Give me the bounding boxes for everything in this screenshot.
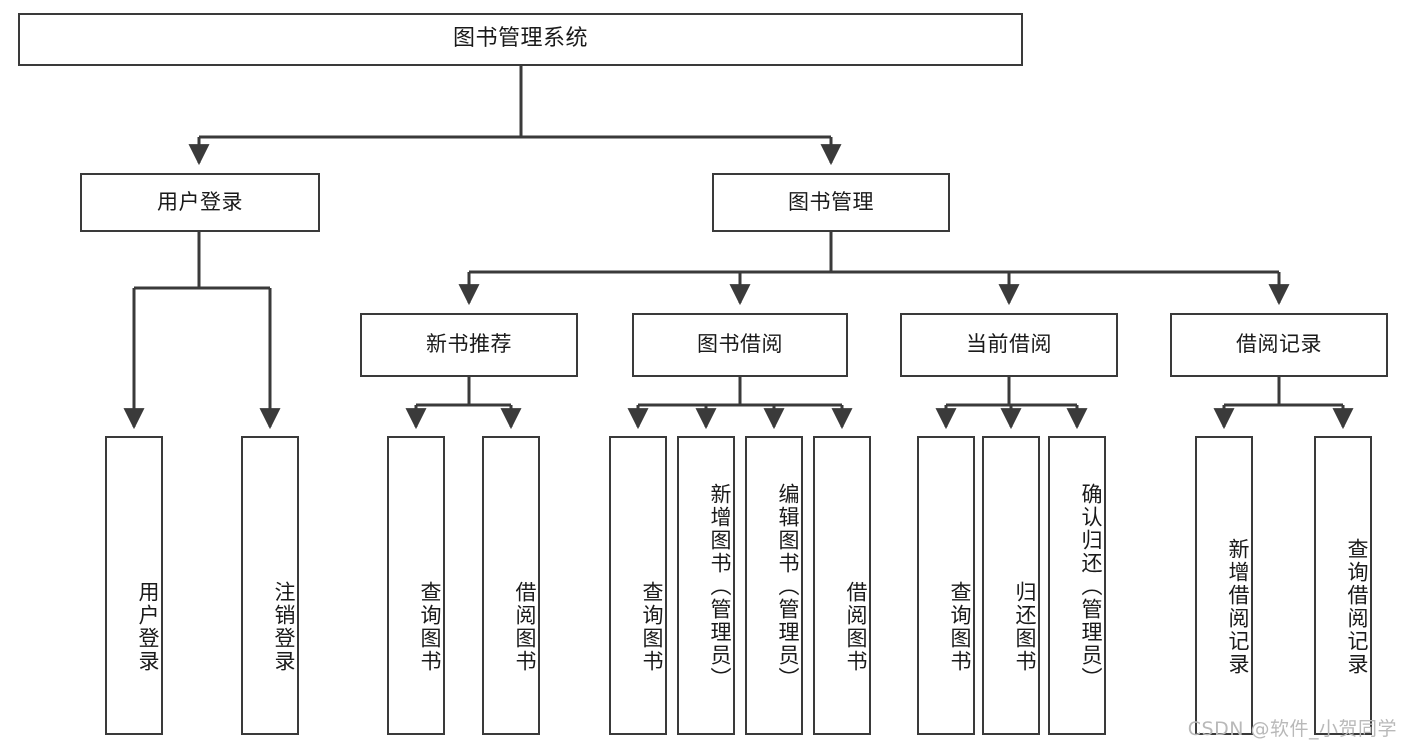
- node-leaf-query-book-1[interactable]: 查询图书: [387, 436, 445, 735]
- node-label: 确认归还（管理员）: [1079, 483, 1103, 690]
- node-new-book-recommend[interactable]: 新书推荐: [360, 313, 578, 377]
- node-leaf-user-login[interactable]: 用户登录: [105, 436, 163, 735]
- node-label: 当前借阅: [966, 332, 1052, 357]
- node-label: 查询图书: [418, 580, 442, 673]
- node-label: 借阅记录: [1236, 332, 1322, 357]
- node-label: 用户登录: [157, 189, 243, 214]
- node-leaf-add-record[interactable]: 新增借阅记录: [1195, 436, 1253, 735]
- node-label: 用户登录: [136, 580, 160, 673]
- csdn-watermark: CSDN @软件_小贺同学: [1187, 718, 1397, 740]
- node-label: 查询图书: [948, 580, 972, 673]
- node-leaf-add-book[interactable]: 新增图书（管理员）: [677, 436, 735, 735]
- node-label: 查询借阅记录: [1345, 537, 1369, 676]
- node-current-borrow[interactable]: 当前借阅: [900, 313, 1118, 377]
- node-leaf-confirm-return[interactable]: 确认归还（管理员）: [1048, 436, 1106, 735]
- node-label: 查询图书: [640, 580, 664, 673]
- node-label: 新书推荐: [426, 332, 512, 357]
- node-book-manage[interactable]: 图书管理: [712, 173, 950, 232]
- node-leaf-edit-book[interactable]: 编辑图书（管理员）: [745, 436, 803, 735]
- node-label: 编辑图书（管理员）: [776, 483, 800, 690]
- node-leaf-query-record[interactable]: 查询借阅记录: [1314, 436, 1372, 735]
- node-user-login[interactable]: 用户登录: [80, 173, 320, 232]
- node-label: 借阅图书: [513, 580, 537, 673]
- node-label: 图书管理: [788, 189, 874, 214]
- node-label: 图书借阅: [697, 332, 783, 357]
- node-label: 借阅图书: [844, 580, 868, 673]
- node-leaf-logout[interactable]: 注销登录: [241, 436, 299, 735]
- node-leaf-borrow-book-2[interactable]: 借阅图书: [813, 436, 871, 735]
- node-label: 注销登录: [272, 580, 296, 673]
- node-label: 归还图书: [1013, 580, 1037, 673]
- node-leaf-query-book-2[interactable]: 查询图书: [609, 436, 667, 735]
- node-leaf-query-book-3[interactable]: 查询图书: [917, 436, 975, 735]
- node-leaf-borrow-book-1[interactable]: 借阅图书: [482, 436, 540, 735]
- node-book-borrow[interactable]: 图书借阅: [632, 313, 848, 377]
- node-leaf-return-book[interactable]: 归还图书: [982, 436, 1040, 735]
- node-label: 图书管理系统: [452, 26, 588, 52]
- node-label: 新增图书（管理员）: [708, 483, 732, 690]
- node-root-book-management-system[interactable]: 图书管理系统: [18, 13, 1023, 66]
- node-label: 新增借阅记录: [1226, 537, 1250, 676]
- node-borrow-record[interactable]: 借阅记录: [1170, 313, 1388, 377]
